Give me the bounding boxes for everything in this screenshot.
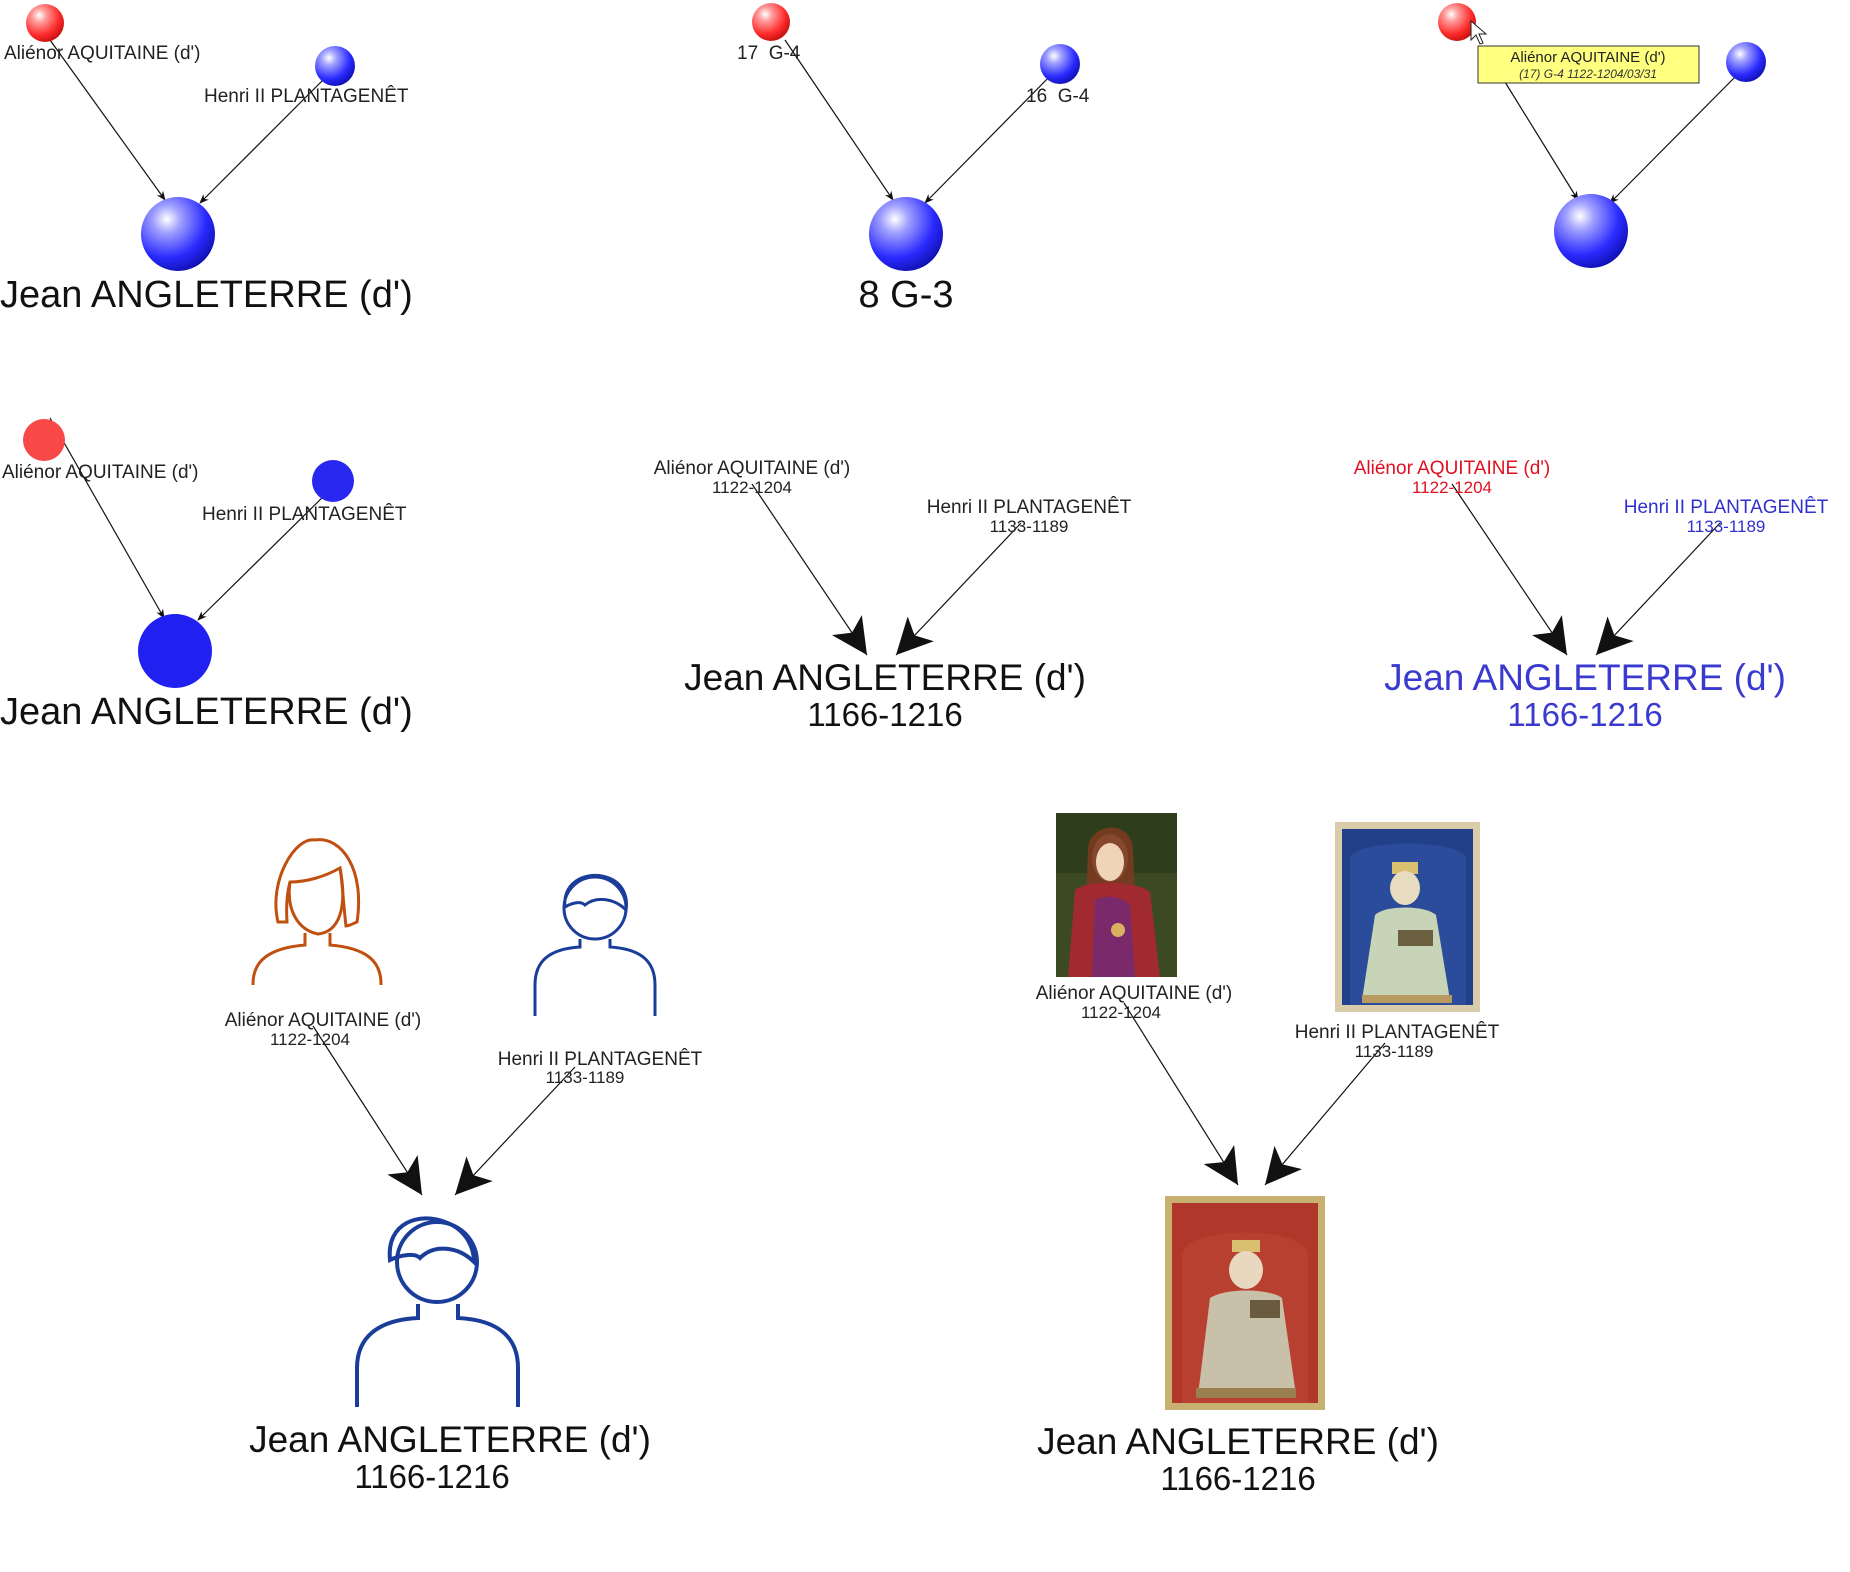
mother-label: 17 G-4	[737, 43, 801, 64]
father-sphere-icon[interactable]	[1726, 42, 1766, 82]
child-label: 8 G-3	[858, 274, 953, 316]
father-label: Henri II PLANTAGENÊT	[1295, 1021, 1500, 1043]
child-label: Jean ANGLETERRE (d')	[1037, 1421, 1439, 1462]
panel-text-dates: Aliénor AQUITAINE (d') 1122-1204 Henri I…	[654, 458, 1132, 733]
mother-sphere-icon[interactable]	[26, 4, 64, 42]
panel-portraits: Aliénor AQUITAINE (d') 1122-1204 Henri I…	[1036, 813, 1500, 1497]
mother-label: Aliénor AQUITAINE (d')	[225, 1010, 422, 1031]
panel-sphere-names: Aliénor AQUITAINE (d') Henri II PLANTAGE…	[0, 4, 413, 316]
edge-mother-child	[1124, 1003, 1238, 1185]
mother-sphere-icon[interactable]	[1438, 3, 1476, 41]
mother-dates: 1122-1204	[1081, 1003, 1161, 1022]
father-dates: 1133-1189	[1355, 1042, 1434, 1061]
child-label: Jean ANGLETERRE (d')	[684, 657, 1086, 698]
child-label: Jean ANGLETERRE (d')	[1384, 657, 1786, 698]
child-label: Jean ANGLETERRE (d')	[0, 274, 413, 316]
father-portrait-image[interactable]	[1335, 822, 1480, 1012]
child-sphere-icon[interactable]	[1554, 194, 1628, 268]
edge-mother-child	[313, 1026, 422, 1195]
child-sphere-icon[interactable]	[869, 197, 943, 271]
edge-mother-child	[752, 484, 867, 655]
mother-label: Aliénor AQUITAINE (d')	[1354, 458, 1551, 479]
father-dates: 1133-1189	[546, 1068, 625, 1087]
edge-father-child	[1596, 523, 1720, 655]
panel-flat-names: Aliénor AQUITAINE (d') Henri II PLANTAGE…	[0, 418, 413, 733]
father-label: 16 G-4	[1026, 86, 1090, 107]
mother-circle-icon[interactable]	[23, 419, 65, 461]
father-label: Henri II PLANTAGENÊT	[927, 496, 1132, 518]
panel-person-icons: Aliénor AQUITAINE (d') 1122-1204 Henri I…	[225, 840, 703, 1495]
father-dates: 1133-1189	[1687, 517, 1766, 536]
mother-label: Aliénor AQUITAINE (d')	[654, 458, 851, 479]
edge-father-child	[1265, 1043, 1385, 1185]
edge-mother-child	[50, 40, 165, 200]
tooltip: Aliénor AQUITAINE (d') (17) G-4 1122-120…	[1478, 46, 1699, 83]
child-circle-icon[interactable]	[138, 614, 212, 688]
father-dates: 1133-1189	[990, 517, 1069, 536]
panel-sphere-numbers: 17 G-4 16 G-4 8 G-3	[737, 3, 1090, 316]
mother-dates: 1122-1204	[270, 1030, 350, 1049]
child-male-person-icon[interactable]	[357, 1218, 518, 1407]
father-sphere-icon[interactable]	[1040, 44, 1080, 84]
edge-mother-child	[1505, 82, 1578, 200]
mother-portrait-image[interactable]	[1056, 813, 1177, 977]
child-dates: 1166-1216	[1160, 1460, 1315, 1497]
child-dates: 1166-1216	[354, 1458, 509, 1495]
father-label: Henri II PLANTAGENÊT	[498, 1048, 703, 1070]
child-label: Jean ANGLETERRE (d')	[249, 1419, 651, 1460]
panel-text-colored: Aliénor AQUITAINE (d') 1122-1204 Henri I…	[1354, 458, 1829, 733]
female-person-icon[interactable]	[253, 840, 381, 985]
edge-mother-child	[50, 418, 164, 618]
mother-dates: 1122-1204	[1412, 478, 1492, 497]
father-sphere-icon[interactable]	[315, 46, 355, 86]
father-label: Henri II PLANTAGENÊT	[1624, 496, 1829, 518]
father-circle-icon[interactable]	[312, 460, 354, 502]
mother-label: Aliénor AQUITAINE (d')	[4, 43, 201, 64]
tooltip-detail: (17) G-4 1122-1204/03/31	[1519, 67, 1657, 81]
edge-mother-child	[1452, 484, 1567, 655]
father-label: Henri II PLANTAGENÊT	[202, 503, 407, 525]
mouse-cursor-icon	[1471, 21, 1486, 44]
edge-father-child	[1610, 72, 1740, 203]
father-label: Henri II PLANTAGENÊT	[204, 85, 409, 107]
child-portrait-image[interactable]	[1165, 1196, 1325, 1410]
tooltip-title: Aliénor AQUITAINE (d')	[1510, 49, 1665, 66]
male-person-icon[interactable]	[535, 875, 655, 1016]
mother-sphere-icon[interactable]	[752, 3, 790, 41]
child-dates: 1166-1216	[807, 696, 962, 733]
mother-dates: 1122-1204	[712, 478, 792, 497]
child-sphere-icon[interactable]	[141, 197, 215, 271]
edge-mother-child	[785, 40, 893, 200]
edge-father-child	[896, 523, 1021, 655]
mother-label: Aliénor AQUITAINE (d')	[1036, 983, 1233, 1004]
panel-sphere-tooltip: Aliénor AQUITAINE (d') (17) G-4 1122-120…	[1438, 3, 1766, 268]
mother-label: Aliénor AQUITAINE (d')	[2, 462, 199, 483]
child-dates: 1166-1216	[1507, 696, 1662, 733]
child-label: Jean ANGLETERRE (d')	[0, 691, 413, 733]
